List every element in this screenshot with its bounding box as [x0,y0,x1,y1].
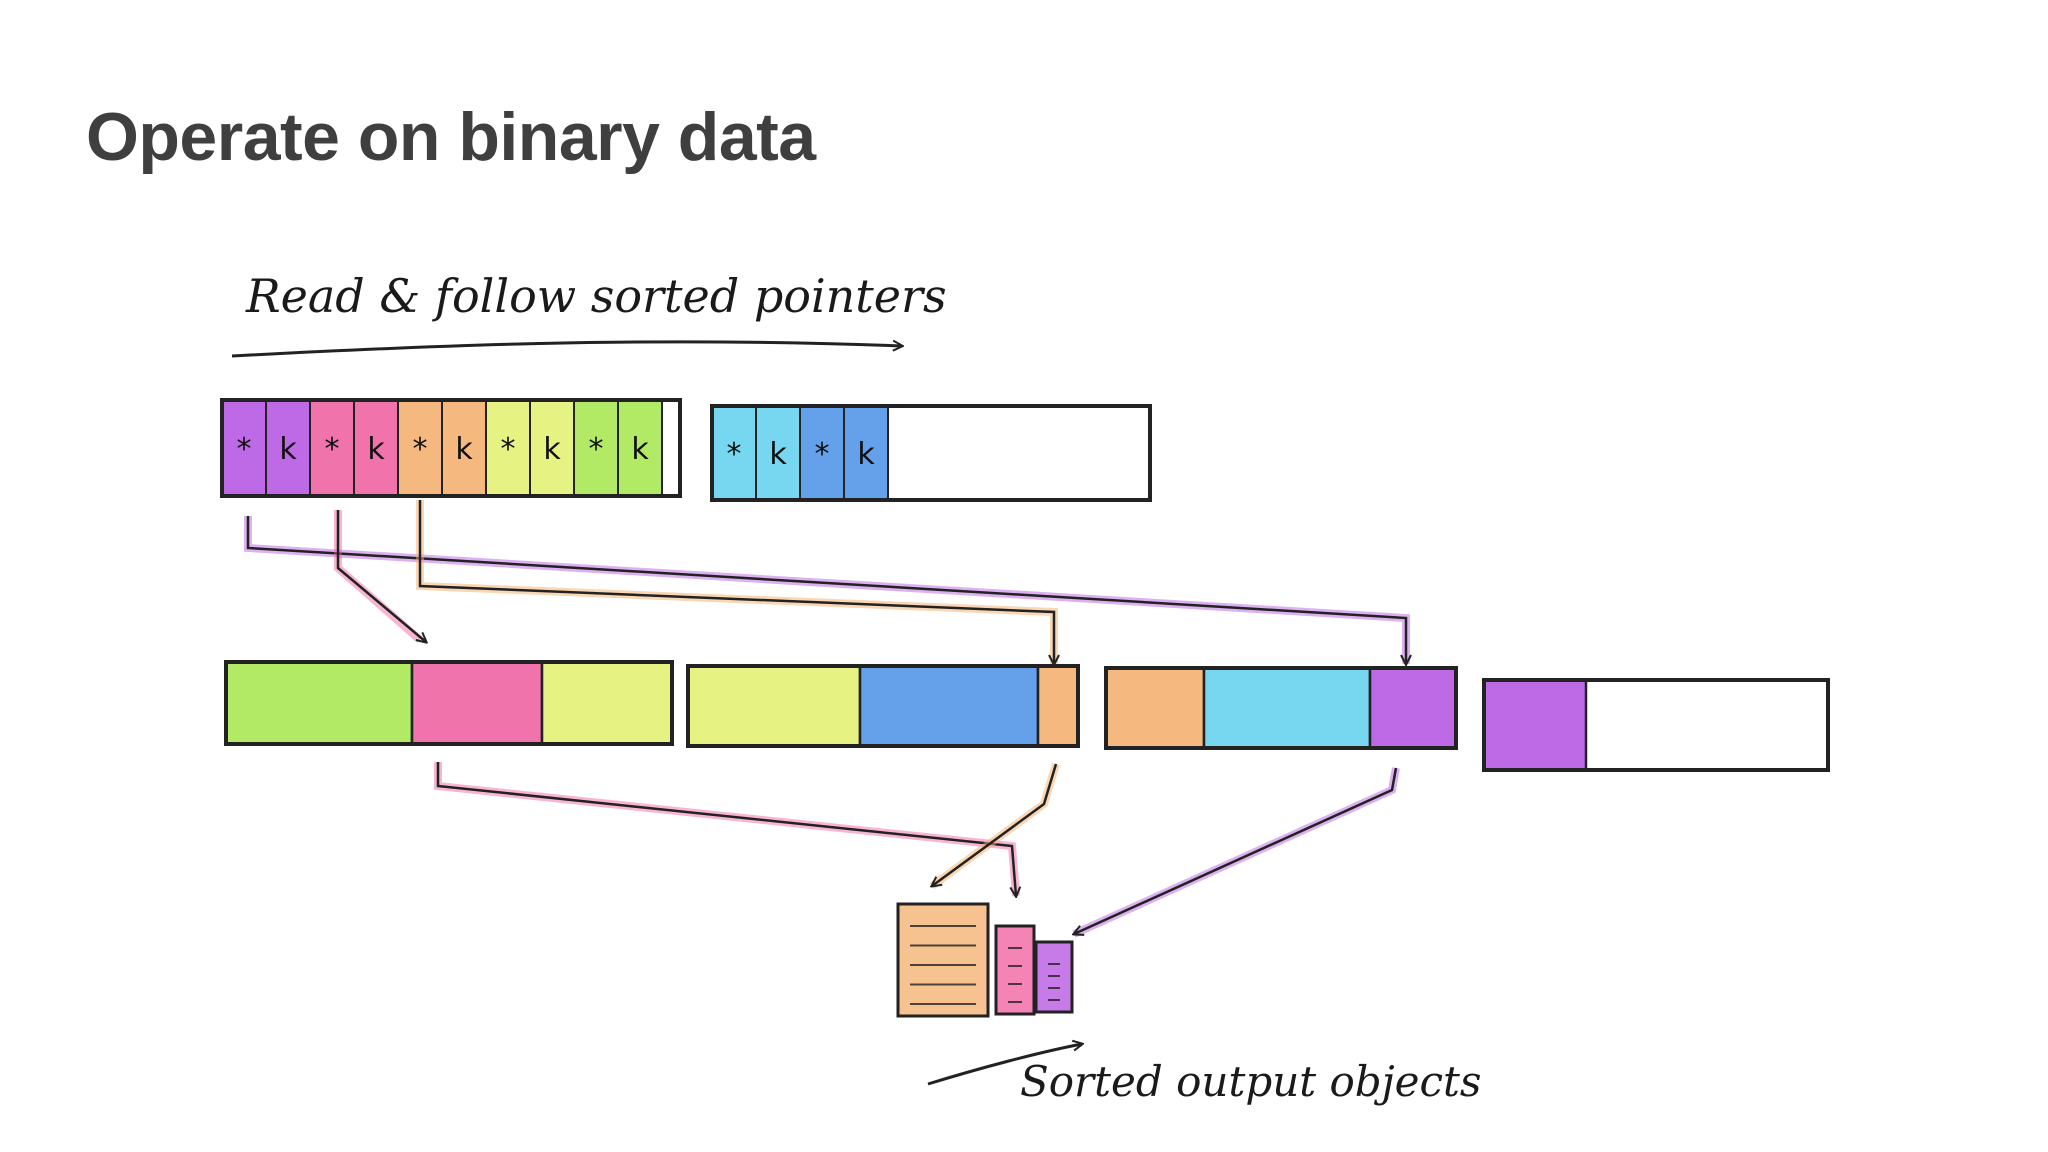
record-yellow [686,664,862,748]
pink-pointer-ink [336,510,426,642]
pointer-buffer-2-cell-blue-pointer [799,405,845,501]
pointer-buffer-2: * k * k [710,404,1152,502]
slide-title: Operate on binary data [86,99,816,175]
read-direction-arrow [231,342,902,358]
pointer-buffer-2-cell-cyan-key [755,405,801,501]
pointer-buffers: * k * k * k * k * k * k * k [220,398,1152,502]
output-caption-arrow [927,1044,1082,1086]
pointer-buffer-2-cell-blue-key [843,405,889,501]
key-glyph: k [367,432,385,467]
record-green [224,660,414,746]
orange-pointer-ink [418,500,1054,664]
data-page-outline [1482,678,1830,772]
pink-pointer-line [334,510,423,644]
key-glyph: k [543,432,561,467]
output-object-purple [1034,940,1074,1014]
record-orange [1036,664,1080,748]
record-orange [1104,666,1206,750]
pink-output-line [434,762,1020,897]
output-object-body [994,924,1036,1016]
purple-output-ink [1074,767,1398,934]
data-page-outline [686,664,1080,748]
key-glyph: k [769,437,787,472]
pointer-glyph: * [501,432,516,467]
purple-output-line [1072,767,1400,938]
record-cyan [1202,666,1372,750]
record-purple [1368,666,1458,750]
data-page-2 [686,664,1080,748]
sorted-output-caption: Sorted output objects [1020,1057,1482,1106]
pointer-buffer-2-outline [710,404,1152,502]
record-yellow [540,660,674,746]
pointer-buffer-1-cell-green-key [617,399,663,497]
key-glyph: k [279,432,297,467]
pointer-glyph: * [589,432,604,467]
data-page-1 [224,660,674,746]
purple-pointer-ink [246,516,1406,664]
pointer-glyph: * [413,432,428,467]
pointer-buffer-1-cell-green-pointer [573,399,619,497]
data-pages [224,660,1830,772]
pointer-buffer-1: * k * k * k * k * k [220,398,682,498]
record-purple [1482,678,1588,772]
data-page-3 [1104,666,1458,750]
output-object-pink [994,924,1036,1016]
orange-pointer-line [416,500,1058,664]
orange-output-ink [932,763,1058,886]
data-page-outline [1104,666,1458,750]
pointer-buffer-1-cell-orange-key [441,399,487,497]
sorted-output-objects [896,902,1074,1018]
record-pink [410,660,544,746]
output-object-orange [896,902,990,1018]
output-object-body [896,902,990,1018]
pointer-connectors [244,500,1406,938]
pointer-buffer-1-cell-orange-pointer [397,399,443,497]
read-follow-caption: Read & follow sorted pointers [245,269,947,323]
pointer-glyph: * [815,437,830,472]
key-glyph: k [857,437,875,472]
data-page-outline [224,660,674,746]
pointer-glyph: * [727,437,742,472]
record-blue [858,664,1040,748]
orange-output-line [929,762,1060,890]
key-glyph: k [631,432,649,467]
key-glyph: k [455,432,473,467]
data-page-4 [1482,678,1830,772]
pink-output-ink [436,762,1016,896]
pointer-buffer-1-outline [220,398,682,498]
pointer-glyph: * [237,432,252,467]
pointer-glyph: * [325,432,340,467]
